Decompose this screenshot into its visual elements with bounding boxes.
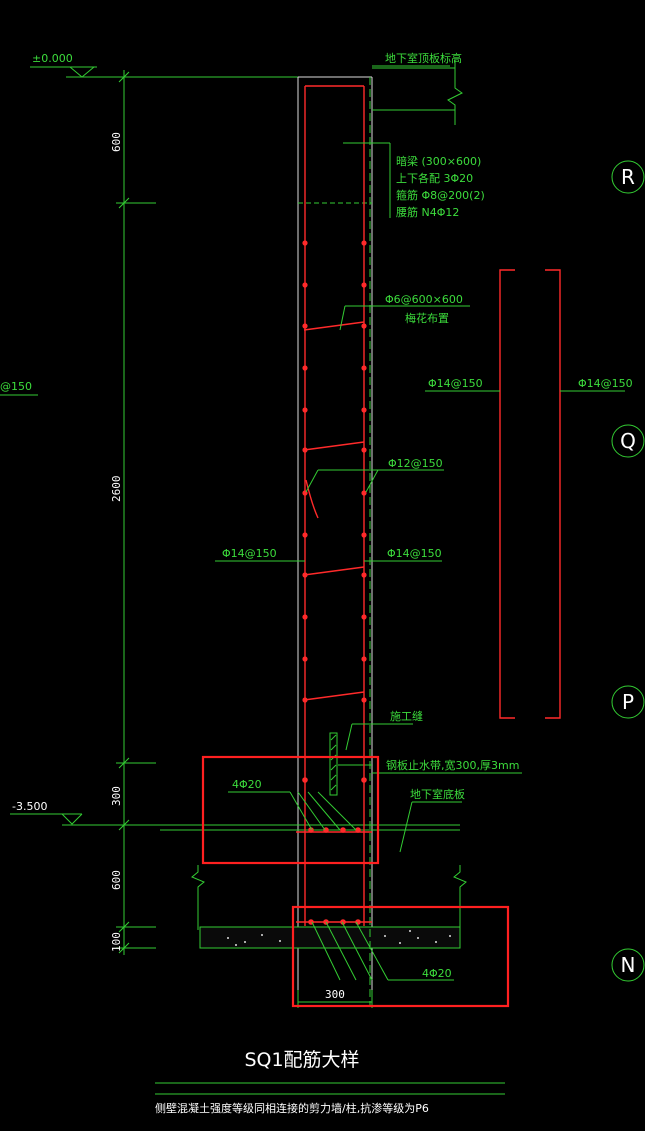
drawing-note: 侧壁混凝土强度等级同相连接的剪力墙/柱,抗渗等级为P6 bbox=[155, 1101, 429, 1115]
tie-label-1: Φ6@600×600 bbox=[385, 293, 463, 306]
axis-bubble-n: N bbox=[611, 948, 645, 982]
callout-tie-bars: Φ6@600×600 梅花布置 bbox=[339, 293, 470, 331]
rebar-dot bbox=[302, 365, 308, 371]
beam-label-2: 上下各配 3Φ20 bbox=[396, 171, 473, 185]
rebar-layout bbox=[296, 85, 372, 926]
rebar-dot bbox=[302, 407, 308, 413]
callout-left-edge: @150 bbox=[0, 380, 38, 396]
rebar-dot bbox=[361, 777, 367, 783]
axis-label-r: R bbox=[621, 165, 635, 189]
callout-concealed-beam: 暗梁 (300×600) 上下各配 3Φ20 箍筋 Φ8@200(2) 腰筋 N… bbox=[343, 142, 485, 219]
rebar-dot bbox=[361, 323, 367, 329]
rebar-dot bbox=[302, 240, 308, 246]
rebar-dot bbox=[361, 532, 367, 538]
rebar-dot bbox=[302, 532, 308, 538]
rebar-dot bbox=[302, 323, 308, 329]
dim-600-bottom: 600 bbox=[110, 870, 123, 890]
axis-bubble-r: R bbox=[611, 160, 645, 194]
dimension-chain: 600 2600 300 600 100 bbox=[110, 70, 156, 955]
rebar-dot bbox=[308, 827, 314, 833]
rebar-dot bbox=[340, 827, 346, 833]
rebar-dot bbox=[302, 656, 308, 662]
dim-2600: 2600 bbox=[110, 476, 123, 503]
construction-joint-label: 施工缝 bbox=[390, 709, 423, 723]
dim-100: 100 bbox=[110, 932, 123, 952]
callout-upper-bars: 4Φ20 bbox=[228, 778, 357, 831]
basement-top-label: 地下室顶板标高 bbox=[385, 51, 462, 65]
rebar-dot bbox=[302, 282, 308, 288]
callout-wall-ties: Φ12@150 bbox=[305, 457, 444, 493]
bottom-width-label: 300 bbox=[325, 988, 345, 1001]
rebar-dot bbox=[361, 240, 367, 246]
axis-label-p: P bbox=[622, 690, 634, 714]
rebar-dot bbox=[361, 365, 367, 371]
basement-floor-label: 地下室底板 bbox=[410, 787, 465, 801]
rebar-dot bbox=[302, 572, 308, 578]
left-edge-bar-label: @150 bbox=[0, 380, 32, 393]
tie-bar-label: Φ12@150 bbox=[388, 457, 443, 470]
elevation-top-label: ±0.000 bbox=[32, 52, 73, 65]
elevation-marker-bottom: -3.500 bbox=[10, 800, 160, 826]
highlight-box-upper bbox=[201, 755, 380, 865]
elevation-bottom-label: -3.500 bbox=[12, 800, 47, 813]
rebar-dot bbox=[302, 697, 308, 703]
upper-bars-label: 4Φ20 bbox=[232, 778, 262, 791]
waterstop-label: 钢板止水带,宽300,厚3mm bbox=[386, 758, 519, 772]
callout-basement-floor: 地下室底板 bbox=[399, 787, 465, 853]
dim-600-top: 600 bbox=[110, 132, 123, 152]
callout-lower-bars: 4Φ20 bbox=[311, 921, 454, 981]
callout-basement-top: 地下室顶板标高 bbox=[372, 51, 462, 67]
rebar-dot bbox=[361, 697, 367, 703]
vert-bar-right-label: Φ14@150 bbox=[387, 547, 442, 560]
axis-label-n: N bbox=[621, 953, 636, 977]
vert-bar-left-label: Φ14@150 bbox=[222, 547, 277, 560]
rebar-dot bbox=[302, 777, 308, 783]
rebar-dot bbox=[340, 919, 346, 925]
callout-construction-joint: 施工缝 bbox=[345, 709, 423, 751]
axis-bubble-q: Q bbox=[611, 424, 645, 458]
rebar-dot bbox=[361, 572, 367, 578]
rebar-dots bbox=[302, 240, 367, 925]
rebar-dot bbox=[361, 490, 367, 496]
callout-waterstop: 钢板止水带,宽300,厚3mm bbox=[372, 758, 522, 774]
rebar-dot bbox=[302, 614, 308, 620]
column-section: Φ14@150 Φ14@150 bbox=[425, 269, 633, 719]
rebar-dot bbox=[302, 447, 308, 453]
rebar-dot bbox=[361, 407, 367, 413]
horiz-bar-right-label: Φ14@150 bbox=[578, 377, 633, 390]
beam-label-3: 箍筋 Φ8@200(2) bbox=[396, 188, 485, 202]
callout-vertical-bars: Φ14@150 Φ14@150 bbox=[215, 547, 442, 562]
dim-300: 300 bbox=[110, 786, 123, 806]
bottom-width-dimension: 300 bbox=[297, 988, 373, 1008]
wall-section bbox=[160, 60, 467, 1005]
title-block: SQ1配筋大样 侧壁混凝土强度等级同相连接的剪力墙/柱,抗渗等级为P6 bbox=[155, 1049, 505, 1115]
elevation-marker-top: ±0.000 bbox=[30, 52, 300, 78]
rebar-dot bbox=[355, 827, 361, 833]
drawing-title: SQ1配筋大样 bbox=[244, 1049, 359, 1071]
rebar-dot bbox=[361, 614, 367, 620]
highlight-box-lower bbox=[291, 905, 510, 1008]
axis-label-q: Q bbox=[620, 429, 636, 453]
tie-label-2: 梅花布置 bbox=[405, 311, 449, 325]
horiz-bar-left-label: Φ14@150 bbox=[428, 377, 483, 390]
axis-bubble-p: P bbox=[611, 685, 645, 719]
rebar-dot bbox=[361, 656, 367, 662]
beam-label-4: 腰筋 N4Φ12 bbox=[396, 205, 459, 219]
lower-bars-label: 4Φ20 bbox=[422, 967, 452, 980]
beam-label-1: 暗梁 (300×600) bbox=[396, 154, 481, 168]
rebar-dot bbox=[361, 447, 367, 453]
rebar-dot bbox=[361, 282, 367, 288]
